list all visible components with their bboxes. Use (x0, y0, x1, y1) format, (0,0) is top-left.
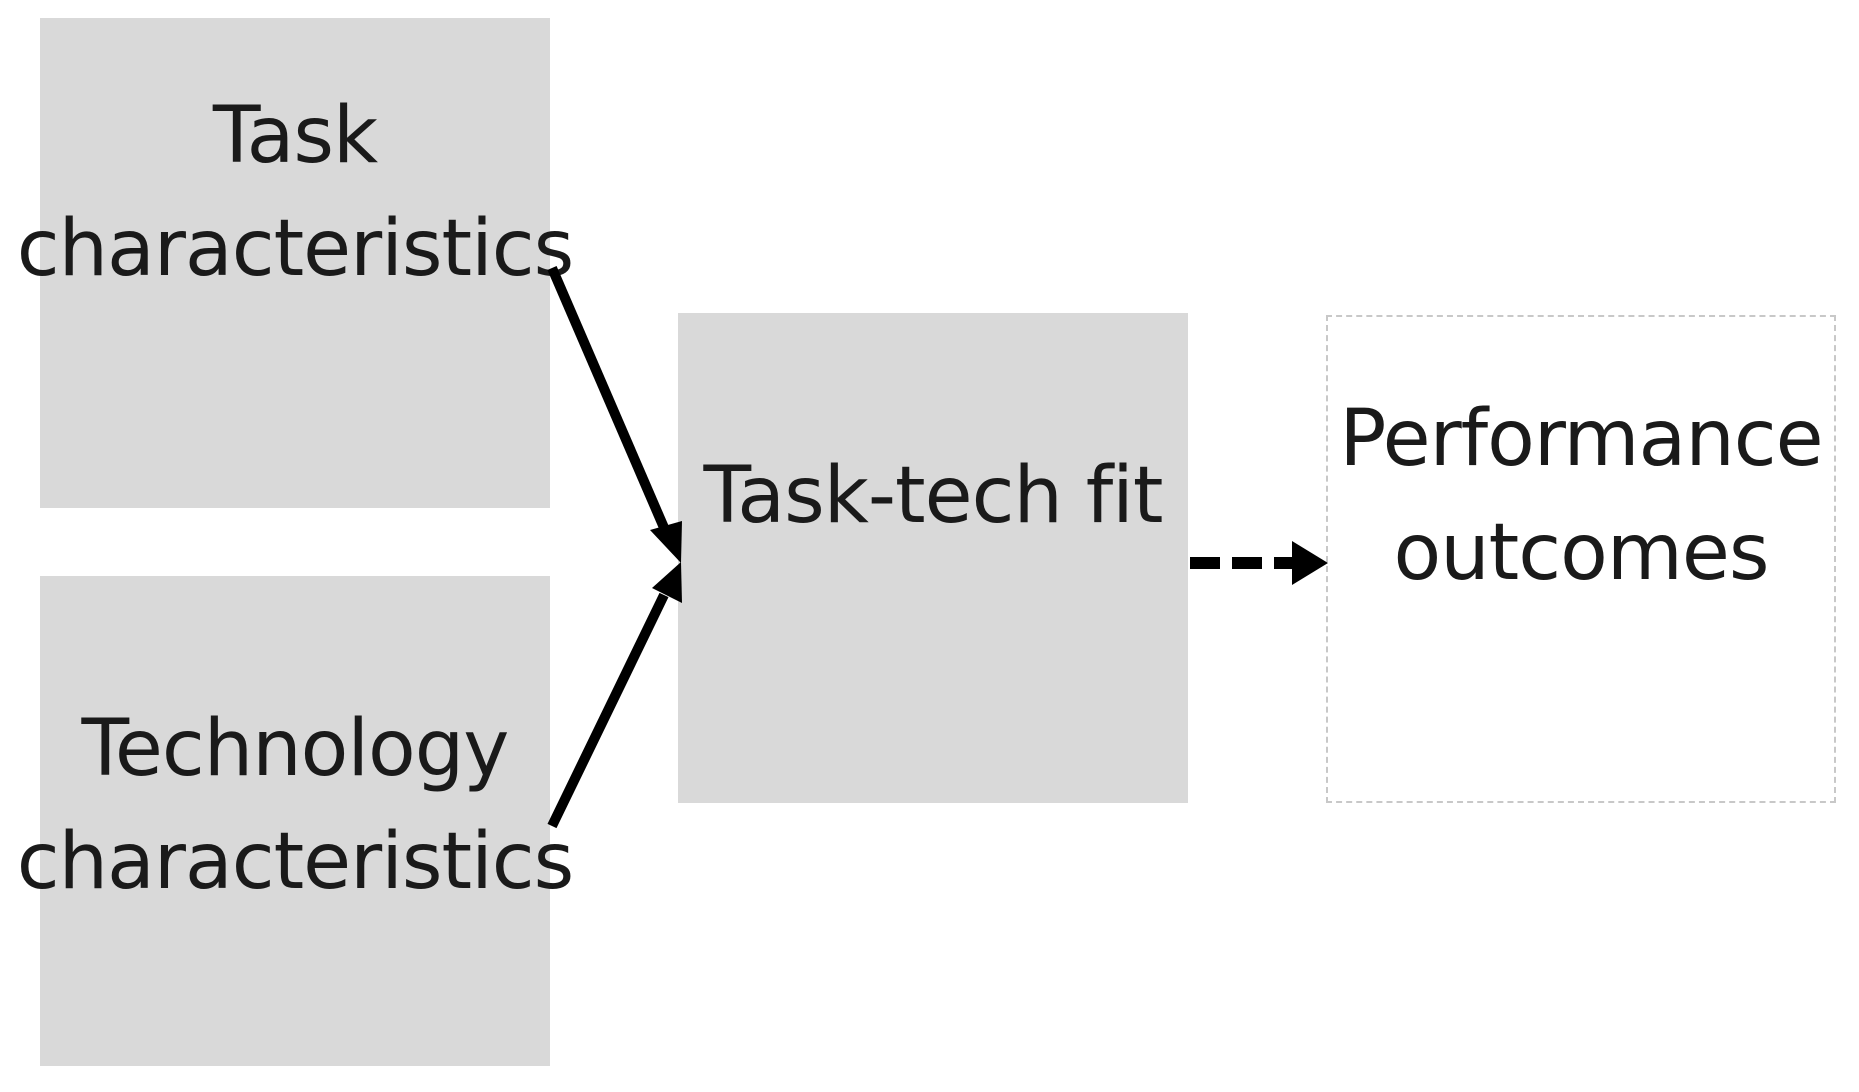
task-tech-fit-label: Task-tech fit (703, 451, 1164, 542)
technology-characteristics-label: Technology characteristics (16, 703, 575, 907)
performance-outcomes-label: Performance outcomes (1339, 394, 1823, 598)
arrow-fit-to-outcome (1190, 541, 1328, 585)
performance-outcomes-box: Performance outcomes (1326, 315, 1836, 803)
task-tech-fit-box: Task-tech fit (678, 313, 1188, 803)
technology-characteristics-box: Technology characteristics (17, 576, 574, 1066)
task-characteristics-label: Task characteristics (16, 90, 575, 294)
arrow-task-to-fit (547, 266, 682, 563)
task-characteristics-box: Task characteristics (17, 18, 574, 508)
